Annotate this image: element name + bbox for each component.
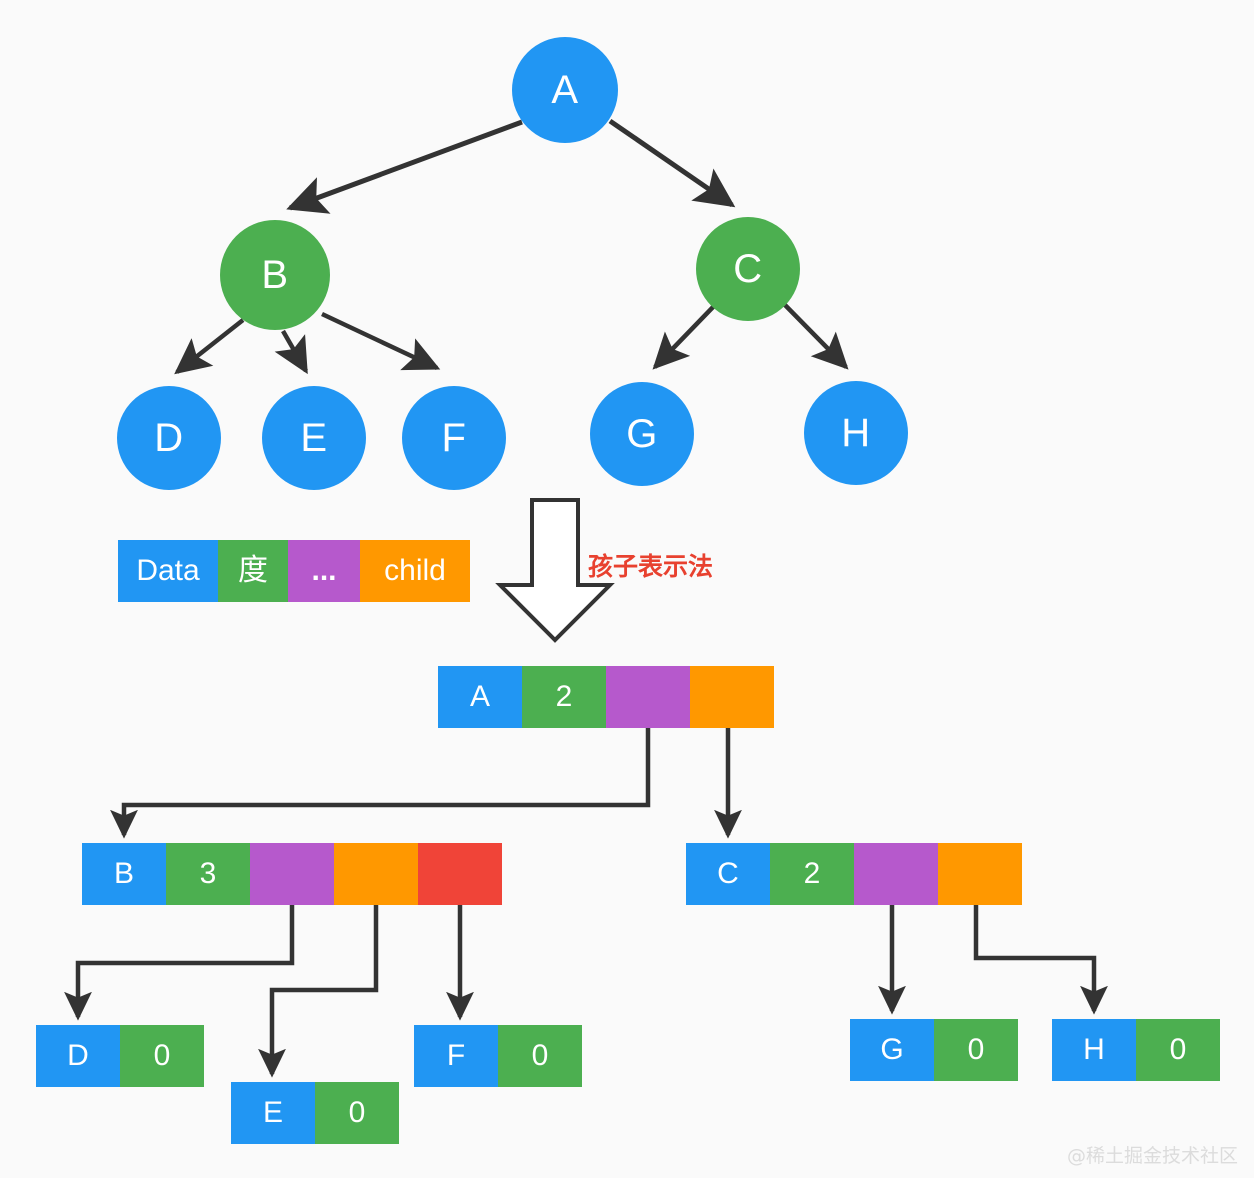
- record-g-cell-degree: 0: [934, 1019, 1018, 1081]
- record-e-cell-degree: 0: [315, 1082, 399, 1144]
- tree-node-g-label: G: [626, 412, 658, 456]
- tree-node-e[interactable]: E: [262, 386, 366, 490]
- record-e-cell-data: E: [231, 1082, 315, 1144]
- record-b-cell-child1[interactable]: [250, 843, 334, 905]
- tree-node-b[interactable]: B: [220, 220, 330, 330]
- record-g[interactable]: G 0: [850, 1019, 1018, 1081]
- record-d-cell-degree: 0: [120, 1025, 204, 1087]
- record-d-cell-data: D: [36, 1025, 120, 1087]
- tree-edges: [286, 118, 736, 214]
- record-f[interactable]: F 0: [414, 1025, 582, 1087]
- record-a-cell-degree: 2: [522, 666, 606, 728]
- tree-node-e-label: E: [300, 416, 328, 460]
- record-f-cell-data: F: [414, 1025, 498, 1087]
- record-b-cell-child3[interactable]: [418, 843, 502, 905]
- legend-cell-ellipsis: ...: [288, 540, 360, 602]
- record-g-cell-data: G: [850, 1019, 934, 1081]
- tree-node-g[interactable]: G: [590, 382, 694, 486]
- record-h-cell-data: H: [1052, 1019, 1136, 1081]
- record-c[interactable]: C 2: [686, 843, 1022, 905]
- record-d[interactable]: D 0: [36, 1025, 204, 1087]
- record-a-cell-child1[interactable]: [606, 666, 690, 728]
- legend-cell-degree: 度: [218, 540, 288, 602]
- record-b-cell-degree: 3: [166, 843, 250, 905]
- legend-record: Data 度 ... child: [118, 540, 470, 602]
- tree-node-b-label: B: [261, 253, 289, 297]
- record-b-cell-data: B: [82, 843, 166, 905]
- tree-node-c[interactable]: C: [696, 217, 800, 321]
- record-c-cell-degree: 2: [770, 843, 854, 905]
- record-h[interactable]: H 0: [1052, 1019, 1220, 1081]
- tree-node-h-label: H: [841, 411, 871, 455]
- tree-node-c-label: C: [733, 247, 763, 291]
- record-f-cell-degree: 0: [498, 1025, 582, 1087]
- record-a-cell-data: A: [438, 666, 522, 728]
- tree-node-d[interactable]: D: [117, 386, 221, 490]
- record-c-cell-child2[interactable]: [938, 843, 1022, 905]
- tree-node-f[interactable]: F: [402, 386, 506, 490]
- record-e[interactable]: E 0: [231, 1082, 399, 1144]
- watermark: @稀土掘金技术社区: [1066, 1145, 1238, 1167]
- tree-node-a-label: A: [551, 68, 579, 112]
- annotation-child-representation: 孩子表示法: [588, 552, 714, 581]
- legend-cell-child: child: [360, 540, 470, 602]
- tree-node-d-label: D: [154, 416, 184, 460]
- record-c-cell-data: C: [686, 843, 770, 905]
- legend-cell-data: Data: [118, 540, 218, 602]
- tree-node-h[interactable]: H: [804, 381, 908, 485]
- tree-node-a[interactable]: A: [512, 37, 618, 143]
- record-c-cell-child1[interactable]: [854, 843, 938, 905]
- record-b[interactable]: B 3: [82, 843, 502, 905]
- record-h-cell-degree: 0: [1136, 1019, 1220, 1081]
- record-a[interactable]: A 2: [438, 666, 774, 728]
- tree-node-f-label: F: [441, 416, 467, 460]
- record-b-cell-child2[interactable]: [334, 843, 418, 905]
- record-a-cell-child2[interactable]: [690, 666, 774, 728]
